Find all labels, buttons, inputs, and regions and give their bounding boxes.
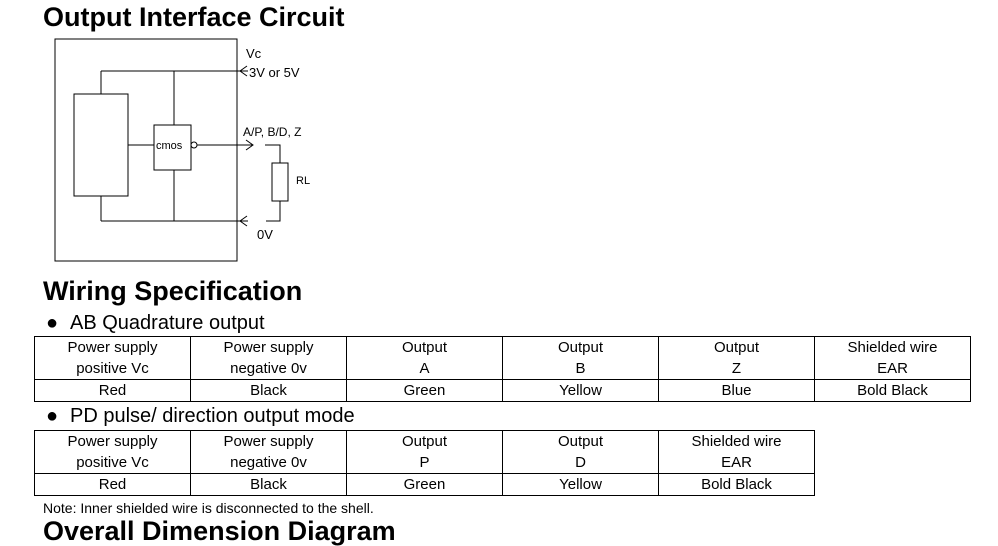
output-channel-label: A/P, B/D, Z <box>243 125 301 139</box>
cmos-block <box>153 124 192 171</box>
wire-color-cell: Bold Black <box>658 473 815 496</box>
section-title-output-interface: Output Interface Circuit <box>43 2 345 32</box>
wire-color-cell: Red <box>34 473 191 496</box>
wire-color-cell: Green <box>346 473 503 496</box>
ground-label: 0V <box>257 227 273 242</box>
bullet-icon: ● <box>46 312 59 334</box>
wire-color-cell: Yellow <box>502 473 659 496</box>
bullet-icon: ● <box>46 405 59 427</box>
wire-color-cell: Yellow <box>502 379 659 402</box>
wire-color-cell: Red <box>34 379 191 402</box>
wire-color-cell: Blue <box>658 379 815 402</box>
wire-color-cell: Green <box>346 379 503 402</box>
supply-voltage-label: 3V or 5V <box>249 65 300 80</box>
table-row: Red Black Green Yellow Blue Bold Black <box>34 379 971 402</box>
vc-label: Vc <box>246 46 262 61</box>
wire-color-cell: Bold Black <box>814 379 971 402</box>
resistor-label: RL <box>296 175 310 187</box>
wire-color-cell: Black <box>190 379 347 402</box>
wire-color-cell: Black <box>190 473 347 496</box>
pd-pulse-direction-heading: ● PD pulse/ direction output mode <box>46 405 355 427</box>
section-title-wiring-specification: Wiring Specification <box>43 276 303 306</box>
cmos-label: cmos <box>156 140 183 152</box>
ab-quadrature-heading: ● AB Quadrature output <box>46 312 265 334</box>
section-title-overall-dimension: Overall Dimension Diagram <box>43 516 396 546</box>
cmos-output-node <box>190 141 198 149</box>
output-interface-circuit-diagram: Vc 3V or 5V cmos A/P, B/D, Z RL 0V <box>54 38 310 262</box>
ab-quadrature-heading-text: AB Quadrature output <box>70 312 265 334</box>
pd-pulse-direction-heading-text: PD pulse/ direction output mode <box>70 405 355 427</box>
wiring-note: Note: Inner shielded wire is disconnecte… <box>43 500 374 516</box>
encoder-block <box>73 93 129 197</box>
load-resistor <box>271 162 289 202</box>
table-row: Red Black Green Yellow Bold Black <box>34 473 815 496</box>
encoder-housing <box>54 38 238 262</box>
